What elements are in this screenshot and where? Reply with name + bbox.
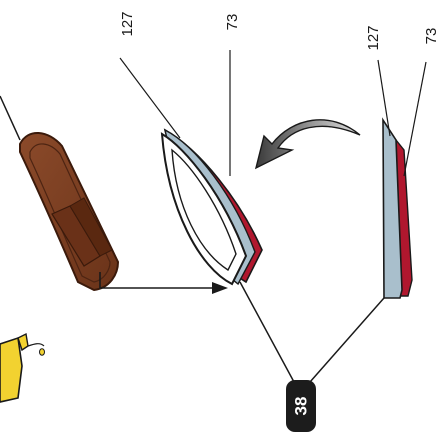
ski-front-view-icon [160,128,263,286]
callout-label-127-left: 127 [119,11,136,36]
callout-leader-73-right [403,61,427,177]
callout-label-73-left: 73 [224,14,241,31]
callout-label-73-right: 73 [423,28,440,45]
push-arrow-icon [99,272,228,294]
rotate-arrow-icon [254,119,361,170]
callout-leader-127-right [377,59,391,137]
badge-leader-right [309,297,385,383]
badge-label: 38 [291,397,310,416]
block-leader-line [0,95,21,141]
callout-label-127-right: 127 [365,25,382,50]
badge-leader-left [239,281,295,383]
ski-side-view-icon [382,117,413,299]
liquid-wax-bottle-icon [0,332,45,403]
wooden-sanding-block-icon [19,132,120,292]
callout-leader-127-left [119,57,181,139]
reference-badge: 38 [286,380,316,432]
